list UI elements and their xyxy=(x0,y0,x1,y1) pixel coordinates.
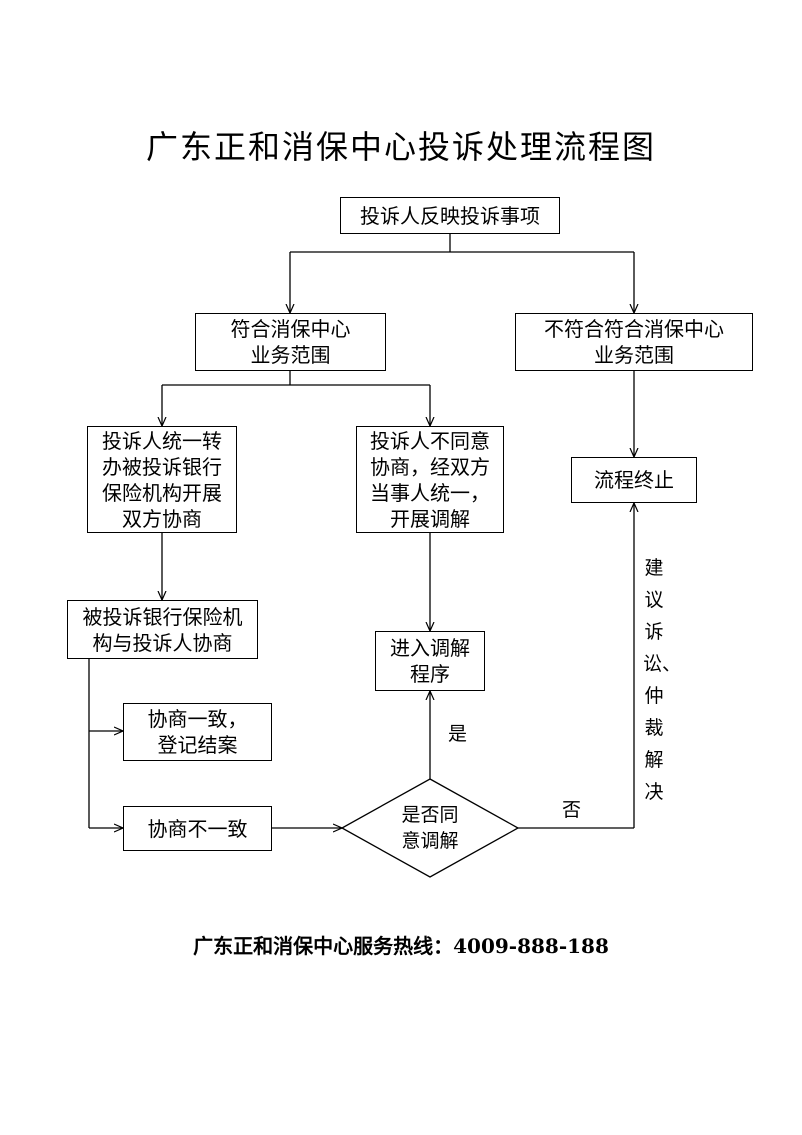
node-start: 投诉人反映投诉事项 xyxy=(340,197,560,234)
decision-diamond xyxy=(340,778,520,878)
node-disagree: 投诉人不同意 协商，经双方 当事人统一， 开展调解 xyxy=(356,426,504,533)
node-terminate: 流程终止 xyxy=(571,457,697,503)
page-title: 广东正和消保中心投诉处理流程图 xyxy=(145,128,656,166)
decision-label: 是否同 意调解 xyxy=(401,804,459,852)
footer-hotline: 广东正和消保中心服务热线：4009-888-188 xyxy=(193,934,609,958)
node-negotiate: 被投诉银行保险机 构与投诉人协商 xyxy=(67,600,258,659)
node-in-scope: 符合消保中心 业务范围 xyxy=(195,313,386,371)
node-mediation: 进入调解 程序 xyxy=(375,631,485,691)
node-out-scope: 不符合符合消保中心 业务范围 xyxy=(515,313,753,371)
node-not-agreed: 协商不一致 xyxy=(123,806,272,851)
node-agreed: 协商一致， 登记结案 xyxy=(123,703,272,761)
yes-label: 是 xyxy=(448,723,468,745)
node-transfer: 投诉人统一转 办被投诉银行 保险机构开展 双方协商 xyxy=(87,426,237,533)
no-label: 否 xyxy=(562,799,582,821)
suggest-label: 建议诉讼、仲裁解决 xyxy=(643,557,682,803)
